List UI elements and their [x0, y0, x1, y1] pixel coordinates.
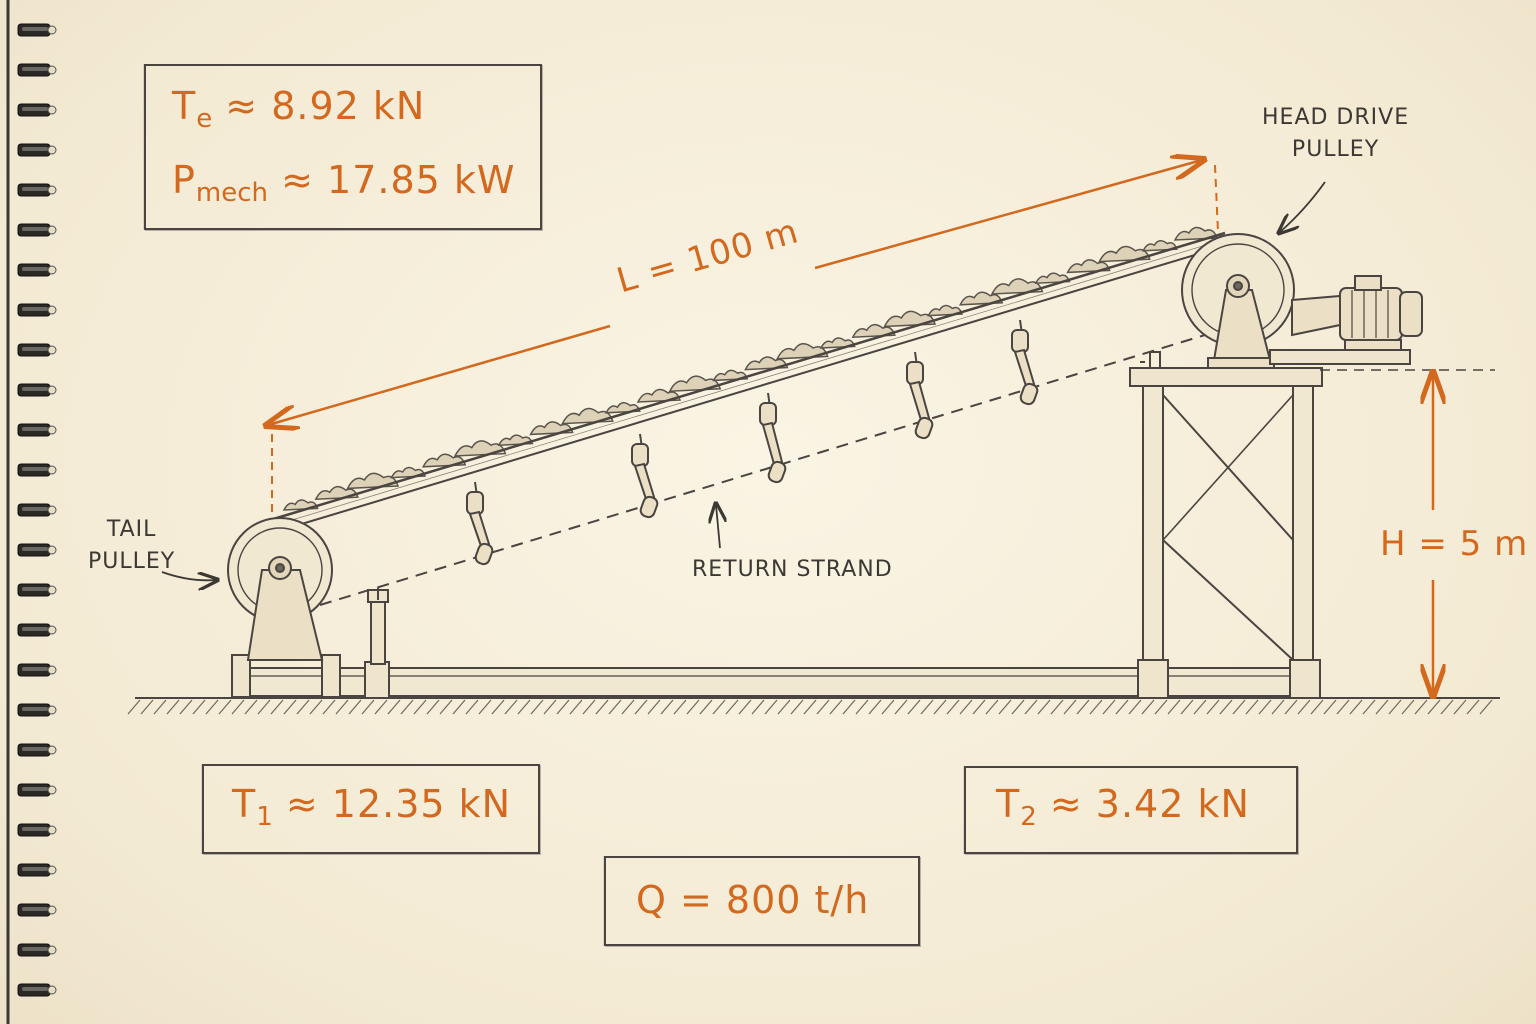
idlers [466, 319, 1039, 566]
idler-roller [759, 392, 787, 484]
material-lump [668, 375, 722, 393]
material-lump [1098, 245, 1151, 263]
binding-ring [17, 263, 57, 277]
drive-motor [1269, 275, 1423, 365]
capacity-box [604, 856, 920, 946]
bulk-material [282, 226, 1219, 511]
binding-ring [17, 783, 57, 797]
material-lump [958, 291, 1004, 306]
binding-ring [17, 183, 57, 197]
material-lump [1066, 259, 1111, 274]
label-leaders [161, 181, 1326, 580]
tight-side-tension-value: T1 ≈ 12.35 kN [232, 782, 512, 832]
carrying-belt [269, 231, 1229, 533]
binding-ring [17, 943, 57, 957]
height-label: H = 5 m [1380, 524, 1529, 564]
binding-ring [17, 143, 57, 157]
return-strand-label: RETURN STRAND [692, 557, 893, 582]
head-tower [1129, 351, 1323, 699]
idler-roller [631, 433, 659, 519]
binding-ring [17, 703, 57, 717]
length-dimension [268, 160, 1219, 512]
head-drive-pulley-drawing [1181, 233, 1295, 369]
idler-roller [1011, 319, 1039, 406]
material-lump [927, 304, 964, 317]
material-lump [883, 310, 937, 328]
spiral-binding [6, 0, 57, 1024]
binding-ring [17, 983, 57, 997]
material-lump [1173, 226, 1219, 241]
binding-ring [17, 543, 57, 557]
binding-ring [17, 503, 57, 517]
idler-roller [466, 481, 494, 566]
return-strand-line [319, 334, 1206, 606]
material-lump [453, 440, 507, 457]
binding-ring [17, 63, 57, 77]
material-lump [561, 407, 614, 425]
material-lump [1141, 240, 1178, 252]
tail-support-post [367, 588, 389, 665]
binding-ring [17, 823, 57, 837]
height-dimension [1320, 370, 1495, 694]
binding-ring [17, 863, 57, 877]
binding-ring [17, 423, 57, 437]
binding-ring [17, 23, 57, 37]
binding-ring [17, 223, 57, 237]
binding-ring [17, 663, 57, 677]
binding-ring [17, 463, 57, 477]
binding-ring [17, 903, 57, 917]
idler-roller [906, 351, 934, 440]
material-lump [775, 343, 829, 360]
t2-box [964, 766, 1298, 854]
binding-ring [17, 343, 57, 357]
tail-pulley-label: TAIL PULLEY [88, 517, 176, 574]
results-box-top [144, 64, 542, 230]
head-drive-pulley-label: HEAD DRIVE PULLEY [1262, 105, 1410, 162]
material-lump [851, 323, 896, 339]
effective-tension-value: Te ≈ 8.92 kN [172, 84, 426, 134]
material-lump [1034, 272, 1071, 285]
binding-ring [17, 743, 57, 757]
t1-box [202, 764, 540, 854]
binding-ring [17, 303, 57, 317]
binding-ring [17, 383, 57, 397]
material-lump [819, 337, 856, 349]
tail-pulley [227, 517, 333, 661]
material-lump [990, 278, 1044, 295]
material-lump [346, 472, 400, 490]
slack-side-tension-value: T2 ≈ 3.42 kN [996, 782, 1250, 832]
ground [127, 697, 1500, 715]
binding-ring [17, 623, 57, 637]
mechanical-power-value: Pmech ≈ 17.85 kW [172, 158, 516, 208]
binding-ring [17, 103, 57, 117]
binding-ring [17, 583, 57, 597]
capacity-value: Q = 800 t/h [636, 878, 870, 922]
